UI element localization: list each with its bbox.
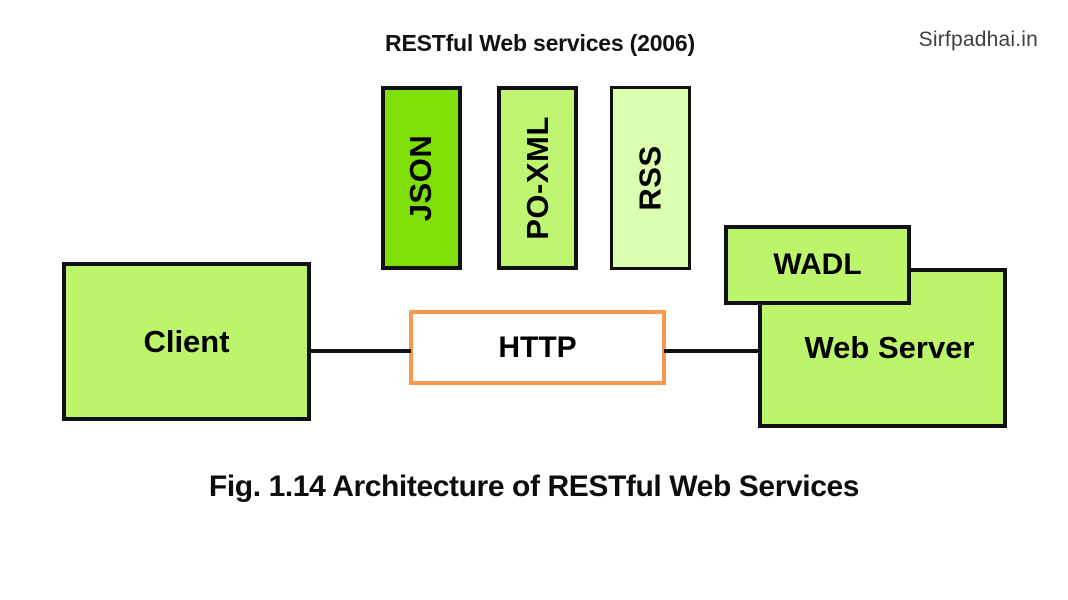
node-wadl-label: WADL [773,248,862,281]
node-web-server-label: Web Server [804,330,975,365]
format-box-po-xml: PO-XML [497,86,578,270]
format-box-json-label: JSON [403,134,439,222]
page-title: RESTful Web services (2006) [385,30,695,56]
figure-caption: Fig. 1.14 Architecture of RESTful Web Se… [208,470,860,503]
connector-client-to-http [309,349,411,353]
watermark-label: Sirfpadhai.in [918,28,1038,51]
node-client-label: Client [143,323,230,359]
node-client: Client [62,262,311,421]
format-box-rss: RSS [610,86,691,270]
node-http: HTTP [409,310,666,385]
node-wadl: WADL [724,225,911,305]
format-box-json: JSON [381,86,462,270]
format-box-rss-label: RSS [632,145,668,211]
format-box-po-xml-label: PO-XML [519,116,555,240]
connector-http-to-web-server [664,349,760,353]
node-http-label: HTTP [498,330,577,364]
